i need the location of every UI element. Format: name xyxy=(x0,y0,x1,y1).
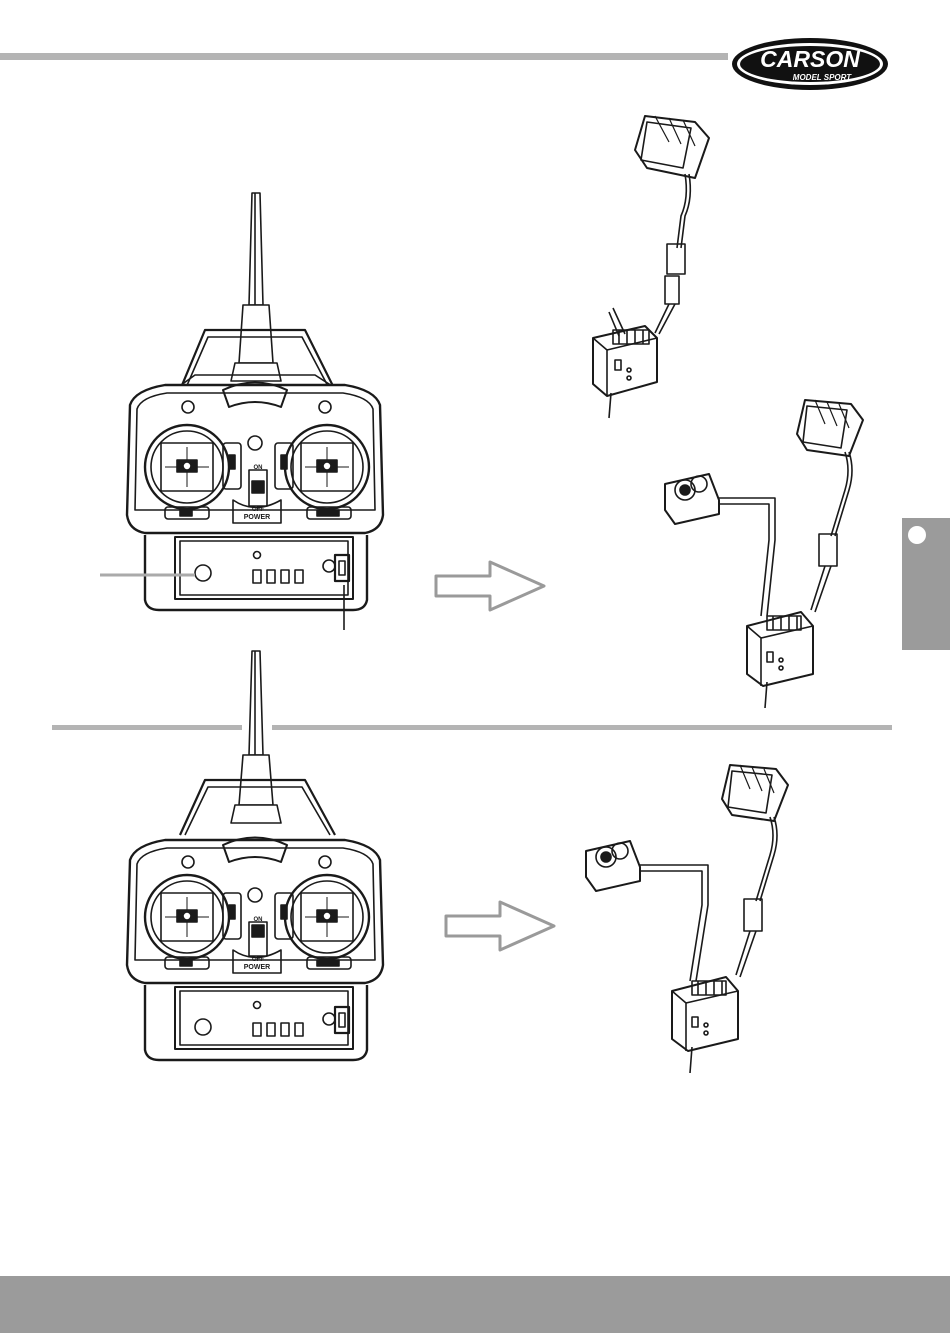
servo-receiver-battery-illustration xyxy=(655,390,880,715)
servo-receiver-battery-illustration-2 xyxy=(580,755,805,1080)
footer-band xyxy=(0,1276,950,1333)
switch-label-off: OFF xyxy=(252,507,264,513)
logo-subtitle: MODEL SPORT xyxy=(793,73,852,82)
arrow-right-icon xyxy=(432,558,552,614)
arrow-right-icon-2 xyxy=(442,898,562,954)
transmitter-illustration: ON OFF POWER xyxy=(95,185,405,635)
carson-logo: CARSON MODEL SPORT xyxy=(730,35,890,93)
transmitter-illustration-2: ON OFF POWER xyxy=(95,645,405,1065)
switch-label-power-2: POWER xyxy=(244,964,270,971)
logo-brand: CARSON xyxy=(760,46,860,72)
receiver-battery-illustration xyxy=(585,108,725,428)
switch-label-off-2: OFF xyxy=(252,957,264,963)
switch-label-on-2: ON xyxy=(254,917,263,923)
side-chapter-tab xyxy=(902,518,950,650)
side-tab-marker xyxy=(908,526,926,544)
top-divider xyxy=(0,53,728,60)
switch-label-power: POWER xyxy=(244,514,270,521)
switch-label-on: ON xyxy=(254,465,263,471)
